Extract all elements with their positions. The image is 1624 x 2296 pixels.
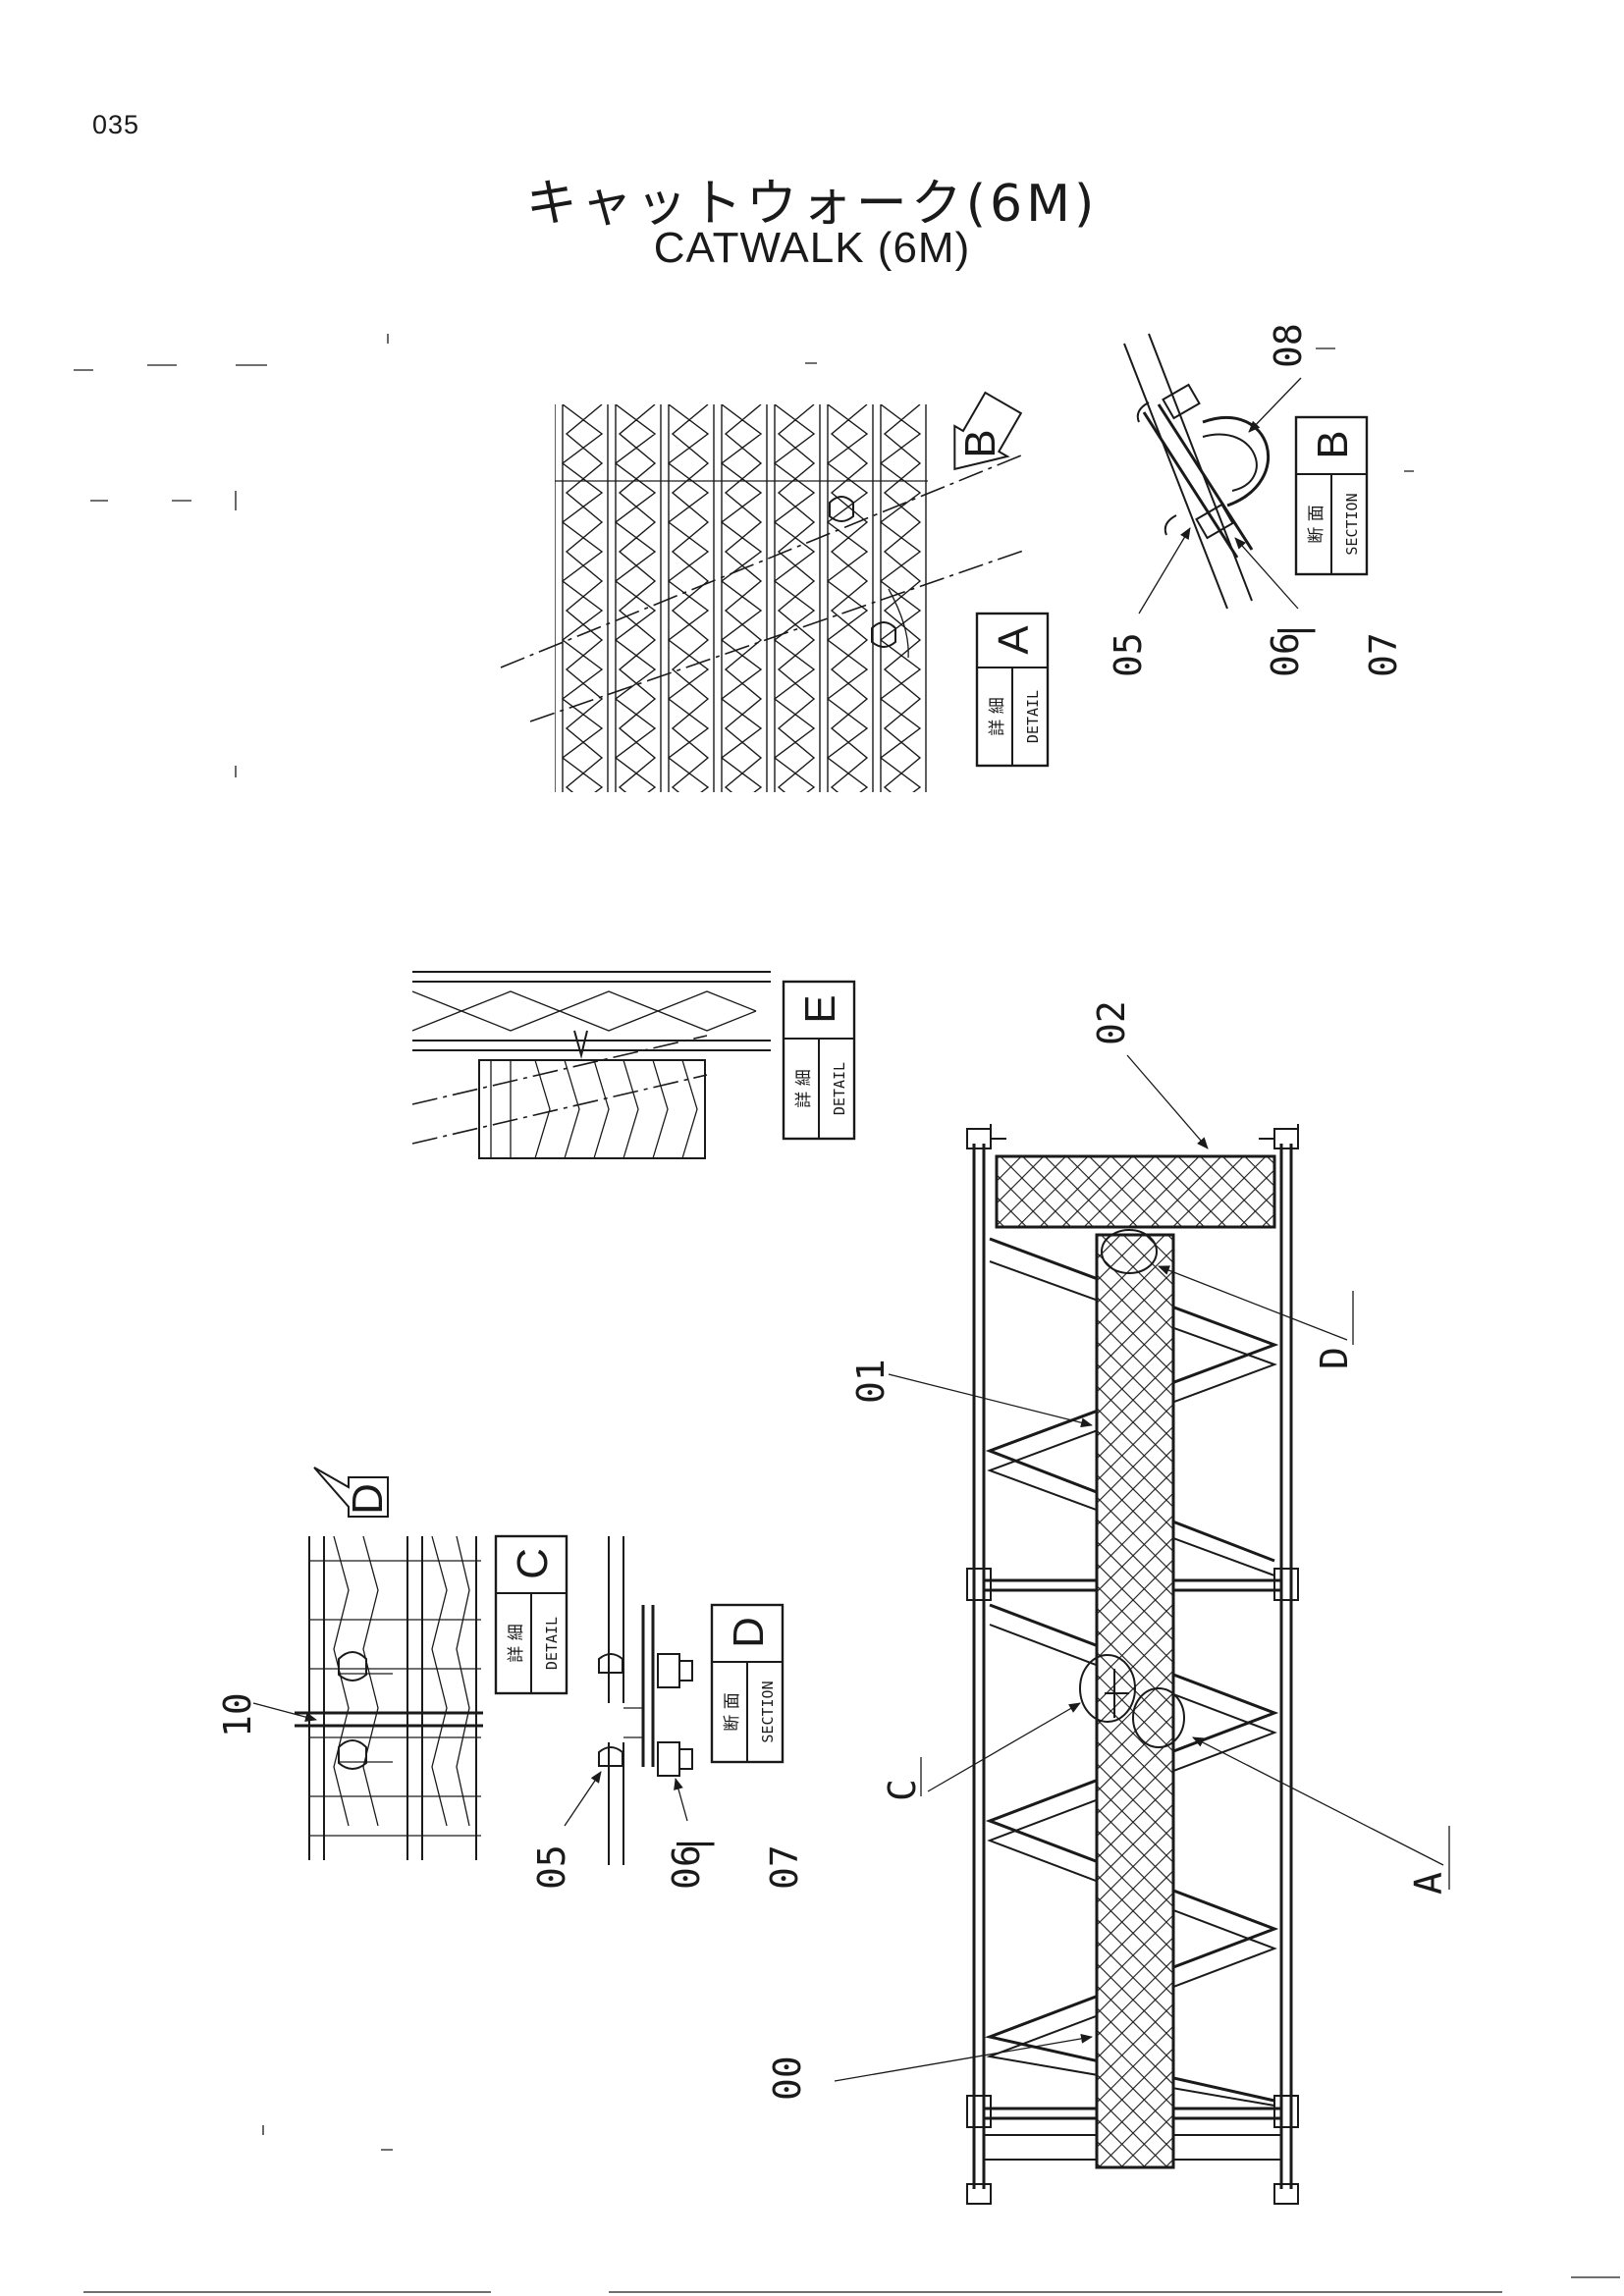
section-b-letter: B — [1309, 430, 1357, 458]
callout-01-label: 01 — [849, 1359, 893, 1404]
section-d-view — [598, 1536, 693, 1865]
section-b-view — [1123, 333, 1271, 610]
section-b-jp: 断 面 — [1307, 505, 1326, 543]
detail-e-tag: 詳 細 DETAIL E — [782, 980, 856, 1141]
view-arrow-d: D — [313, 1467, 392, 1518]
detail-e-jp: 詳 細 — [794, 1069, 814, 1107]
detail-c-letter: C — [509, 1548, 557, 1579]
page-number: 035 — [92, 110, 140, 139]
callout-07-d-label: 07 — [763, 1844, 806, 1890]
callout-05-d-label: 05 — [530, 1844, 573, 1890]
reference-d-label: D — [1313, 1347, 1356, 1369]
section-b-en: SECTION — [1343, 493, 1361, 555]
callout-06-07-section-b: 06 | 07 — [1234, 537, 1405, 677]
callout-05-b-label: 05 — [1107, 632, 1150, 677]
callout-05-section-b: 05 — [1107, 527, 1191, 677]
callout-dash-d: | — [671, 1833, 715, 1855]
callout-00-label: 00 — [766, 2056, 809, 2101]
catwalk-main-view — [966, 1124, 1299, 2205]
reference-a-label: A — [1407, 1872, 1450, 1895]
callout-00: 00 — [766, 2033, 1093, 2101]
section-d-jp: 断 面 — [723, 1692, 742, 1731]
view-arrow-d-letter: D — [344, 1483, 392, 1515]
reference-a: A — [1192, 1736, 1450, 1895]
detail-e-en: DETAIL — [831, 1062, 848, 1115]
detail-a-tag: 詳 細 DETAIL A — [975, 612, 1050, 768]
callout-08-label: 08 — [1267, 323, 1310, 368]
detail-e-letter: E — [796, 994, 844, 1023]
detail-a-view — [500, 404, 1027, 792]
title-japanese: キャットウォーク(6M) — [525, 175, 1099, 234]
callout-06-07-section-d: 06 | 07 — [665, 1778, 806, 1890]
detail-e-view — [411, 971, 771, 1159]
callout-02-label: 02 — [1090, 1000, 1133, 1045]
detail-c-tag: 詳 細 DETAIL C — [494, 1534, 568, 1695]
callout-10: 10 — [216, 1692, 317, 1737]
detail-a-letter: A — [990, 625, 1038, 655]
callout-dash-b: | — [1272, 619, 1316, 642]
scan-marks — [74, 334, 1620, 2293]
reference-c-label: C — [881, 1779, 924, 1801]
callout-05-section-d: 05 — [530, 1771, 602, 1890]
detail-c-jp: 詳 細 — [507, 1624, 526, 1662]
detail-a-jp: 詳 細 — [988, 697, 1007, 735]
callout-06-b-label: 06 — [1264, 632, 1307, 677]
section-b-tag: 断 面 SECTION B — [1294, 415, 1369, 576]
detail-a-en: DETAIL — [1024, 690, 1042, 743]
section-d-en: SECTION — [759, 1681, 777, 1742]
detail-c-view — [295, 1535, 483, 1860]
section-d-letter: D — [725, 1617, 773, 1648]
callout-06-d-label: 06 — [665, 1844, 708, 1890]
callout-01: 01 — [849, 1359, 1093, 1428]
section-d-tag: 断 面 SECTION D — [710, 1603, 785, 1764]
callout-02: 02 — [1090, 1000, 1209, 1149]
detail-c-en: DETAIL — [543, 1617, 561, 1670]
callout-07-b-label: 07 — [1362, 632, 1405, 677]
reference-c: C — [881, 1702, 1081, 1801]
view-arrow-b-letter: B — [956, 429, 1004, 457]
callout-08: 08 — [1248, 323, 1310, 433]
callout-10-label: 10 — [216, 1692, 259, 1737]
title-english: CATWALK (6M) — [653, 224, 971, 272]
view-arrow-b: B — [953, 391, 1023, 471]
reference-d: D — [1158, 1265, 1356, 1369]
detail-a-grating — [555, 404, 927, 792]
